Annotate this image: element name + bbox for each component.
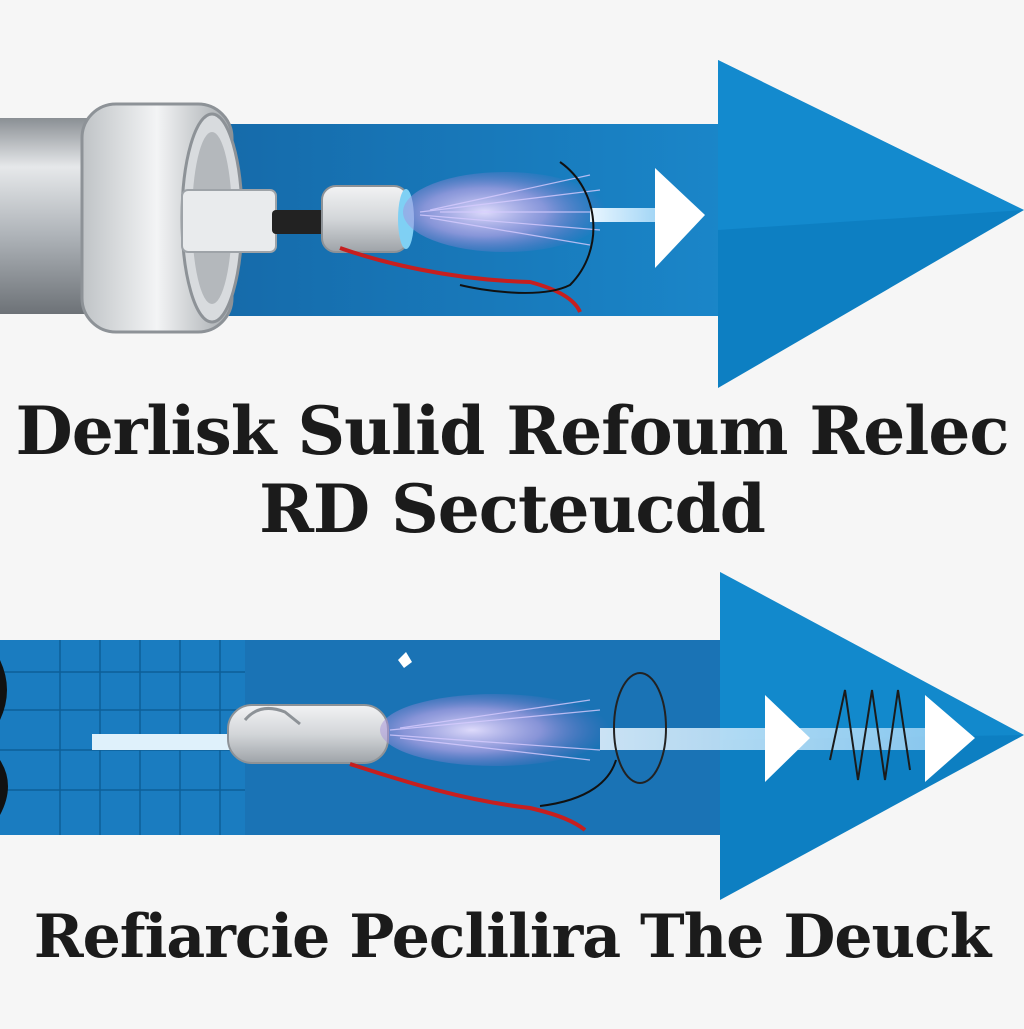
wire-icon	[339, 246, 582, 313]
arrow-right-icon	[655, 168, 705, 268]
bottom-wire-red	[349, 762, 587, 832]
arrow-right-icon	[925, 695, 975, 782]
top-arrow-group	[0, 60, 1024, 388]
top-arrow-head-shade	[718, 60, 1024, 230]
bottom-spray-fibers	[389, 699, 601, 761]
top-connector	[272, 210, 332, 234]
coil-icon	[829, 689, 911, 781]
bottom-arrow-group	[0, 572, 1024, 900]
bottom-wire-loop	[613, 672, 667, 784]
spray-fibers	[419, 174, 605, 246]
arrow-right-icon	[765, 695, 810, 782]
sparkle-icon	[398, 652, 412, 668]
bottom-spray	[380, 694, 610, 766]
bottom-rod	[92, 734, 242, 750]
top-rod	[181, 189, 277, 253]
bottom-left-edge	[0, 660, 8, 815]
top-beam	[590, 208, 660, 222]
caption-top-line-1: Derlisk Sulid Refoum Relec	[15, 392, 1009, 470]
bottom-wire-black	[539, 759, 617, 807]
caption-top-line-2: RD Secteucdd	[259, 470, 766, 548]
bottom-arrow-head-shade	[720, 572, 1024, 740]
wire-black	[459, 161, 595, 294]
caption-bottom-line: Refiarcie Peclilira The Deuck	[33, 902, 992, 972]
bottom-nozzle-clip	[243, 706, 301, 726]
nozzle-icon	[321, 185, 409, 253]
